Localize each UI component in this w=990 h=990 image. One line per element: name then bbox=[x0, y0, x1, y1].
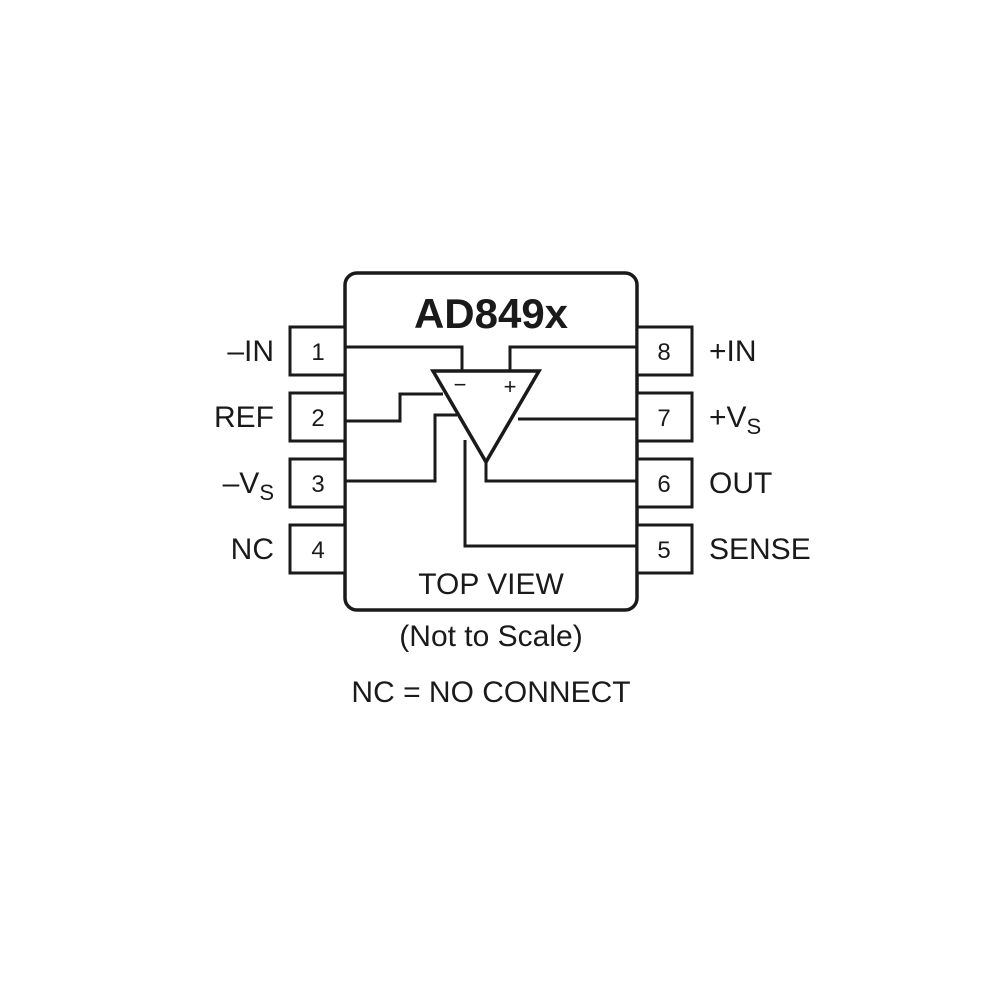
opamp-inverting-sign: − bbox=[454, 372, 467, 397]
pin-number-2: 2 bbox=[311, 405, 324, 432]
internal-wiring bbox=[345, 345, 637, 548]
pin-label-1: –IN bbox=[227, 335, 274, 368]
pin-label-7: +VS bbox=[709, 401, 761, 439]
scale-note: (Not to Scale) bbox=[399, 620, 582, 653]
pin-label-3-subscript: S bbox=[259, 480, 274, 505]
pin-label-7-subscript: S bbox=[747, 414, 762, 439]
pin-box-4 bbox=[288, 523, 347, 575]
part-name: AD849x bbox=[414, 290, 569, 337]
wire-pin5-sense bbox=[463, 440, 637, 548]
wire-pin2-ref bbox=[345, 392, 443, 423]
pin-box-5 bbox=[635, 523, 694, 575]
pin-number-6: 6 bbox=[657, 471, 670, 498]
pin-number-3: 3 bbox=[311, 471, 324, 498]
wire-pin6-output bbox=[484, 462, 637, 483]
pin-label-4: NC bbox=[231, 533, 274, 566]
pin-label-5: SENSE bbox=[709, 533, 811, 566]
pin-number-1: 1 bbox=[311, 339, 324, 366]
nc-legend: NC = NO CONNECT bbox=[351, 676, 630, 709]
pin-box-2 bbox=[288, 391, 347, 443]
pin-label-6: OUT bbox=[709, 467, 772, 500]
pin-label-8: +IN bbox=[709, 335, 757, 368]
wire-pin8-noninverting bbox=[508, 345, 637, 370]
opamp-triangle bbox=[429, 369, 543, 466]
pin-number-7: 7 bbox=[657, 405, 670, 432]
wire-pin1-inverting bbox=[345, 345, 464, 370]
pin-box-8 bbox=[635, 325, 694, 377]
pin-box-6 bbox=[635, 457, 694, 509]
wire-pin3-negsupply bbox=[345, 413, 457, 483]
pin-number-4: 4 bbox=[311, 537, 324, 564]
pin-number-8: 8 bbox=[657, 339, 670, 366]
pin-box-1 bbox=[288, 325, 347, 377]
pin-label-3-main: –V bbox=[223, 467, 260, 500]
pin-label-7-main: +V bbox=[709, 401, 747, 434]
opamp-noninverting-sign: + bbox=[504, 374, 517, 399]
view-label: TOP VIEW bbox=[418, 568, 564, 601]
pin-box-3 bbox=[288, 457, 347, 509]
pin-label-3: –VS bbox=[223, 467, 274, 505]
pin-number-5: 5 bbox=[657, 537, 670, 564]
pin-box-7 bbox=[635, 391, 694, 443]
pin-label-2: REF bbox=[214, 401, 274, 434]
